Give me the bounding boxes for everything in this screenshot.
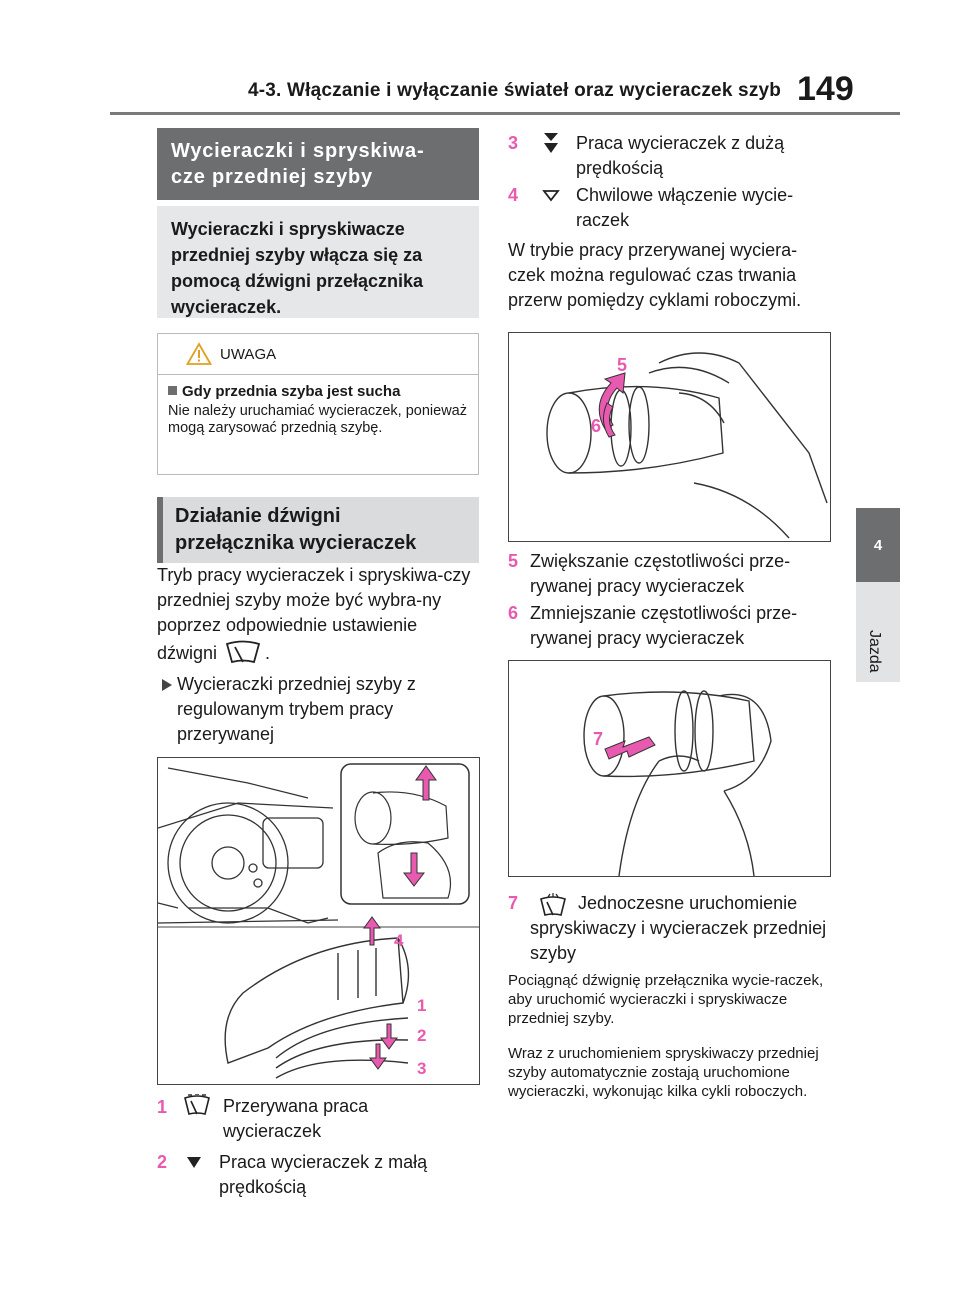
frequency-ring-illustration: 5 6 — [546, 352, 828, 539]
lever-description-cont: dźwigni . — [157, 640, 479, 666]
figure2-label-5: 5 — [617, 355, 627, 375]
lever-description-prefix: dźwigni — [157, 642, 218, 663]
square-bullet-icon — [168, 386, 177, 395]
warning-subtitle: Gdy przednia szyba jest sucha — [168, 383, 468, 400]
dashboard-lever-illustration: 4 1 2 3 — [157, 763, 479, 1079]
item-5-number: 5 — [508, 551, 519, 571]
figure-frequency-adjust: 5 6 — [508, 332, 831, 542]
item-1: 1 Przerywana praca wycieraczek — [157, 1093, 479, 1144]
washer-auto-text: Wraz z uruchomieniem spryskiwaczy przedn… — [508, 1045, 819, 1100]
figure1-label-3: 3 — [417, 1059, 426, 1078]
item-4-number: 4 — [508, 185, 519, 205]
figure3-label-7: 7 — [593, 729, 603, 749]
item-6-number: 6 — [508, 603, 519, 623]
bullet-intermittent: Wycieraczki przedniej szyby z regulowany… — [157, 672, 477, 747]
low-speed-icon — [187, 1157, 202, 1168]
wiper-symbol-icon — [225, 640, 261, 664]
item-7-number: 7 — [508, 893, 519, 913]
figure-washer-pull: 7 — [508, 660, 831, 877]
section-heading-wipers: Wycieraczki i spryskiwa- cze przedniej s… — [157, 128, 479, 200]
item-3-text: Praca wycieraczek z dużą prędkością — [576, 133, 785, 178]
chapter-tab-name: Jazda — [866, 630, 883, 673]
mist-icon — [542, 190, 560, 202]
lever-description: Tryb pracy wycieraczek i spryskiwa-czy p… — [157, 565, 471, 635]
lever-description-suffix: . — [265, 642, 271, 663]
bullet-text: Wycieraczki przedniej szyby z regulowany… — [177, 674, 416, 744]
section2-heading-line2: przełącznika wycieraczek — [175, 532, 417, 554]
figure1-label-4: 4 — [394, 931, 404, 950]
item-1-text: Przerywana praca wycieraczek — [223, 1096, 369, 1141]
warning-subtitle-text: Gdy przednia szyba jest sucha — [182, 383, 401, 400]
item-4-text: Chwilowe włączenie wycie-raczek — [576, 185, 794, 230]
item-3-number: 3 — [508, 133, 519, 153]
item-2: 2 Praca wycieraczek z małą prędkością — [157, 1150, 479, 1200]
item-7-text: Jednoczesne uruchomienie spryskiwaczy i … — [530, 893, 827, 963]
chapter-tab-band — [856, 582, 900, 682]
intermittent-wiper-icon — [184, 1093, 210, 1115]
item-2-number: 2 — [157, 1152, 168, 1172]
washer-pull-illustration: 7 — [583, 690, 772, 877]
item-4: 4 Chwilowe włączenie wycie-raczek — [508, 183, 830, 233]
figure1-label-1: 1 — [417, 996, 426, 1015]
triangle-bullet-icon — [162, 679, 172, 691]
washer-icon — [540, 893, 566, 916]
intermittent-adjust-text: W trybie pracy przerywanej wyciera-czek … — [508, 240, 802, 310]
warning-body: Nie należy uruchamiać wycieraczek, ponie… — [168, 403, 467, 436]
figure-lever-overview: 4 1 2 3 — [157, 757, 480, 1085]
high-speed-icon — [544, 133, 559, 153]
chapter-tab-number: 4 — [856, 508, 900, 582]
figure1-label-2: 2 — [417, 1026, 426, 1045]
warning-triangle-icon — [186, 342, 212, 365]
item-5-text: Zwiększanie częstotliwości prze-rywanej … — [530, 551, 791, 596]
section-heading-line2: cze przedniej szyby — [171, 166, 373, 188]
pull-lever-text: Pociągnąć dźwignię przełącznika wycie-ra… — [508, 972, 824, 1027]
page-number: 149 — [797, 70, 854, 108]
warning-header: UWAGA — [158, 334, 478, 375]
item-1-number: 1 — [157, 1097, 168, 1117]
item-5: 5 Zwiększanie częstotliwości prze-rywane… — [508, 549, 830, 599]
item-6: 6 Zmniejszanie częstotliwości prze-rywan… — [508, 601, 830, 651]
item-6-text: Zmniejszanie częstotliwości prze-rywanej… — [530, 603, 798, 648]
section-heading-line1: Wycieraczki i spryskiwa- — [171, 140, 425, 162]
warning-box: UWAGA Gdy przednia szyba jest sucha Nie … — [157, 333, 479, 475]
section-heading-lever: Działanie dźwigni przełącznika wycieracz… — [157, 497, 479, 563]
item-3: 3 Praca wycieraczek z dużą prędkością — [508, 131, 830, 181]
intro-box: Wycieraczki i spryskiwacze przedniej szy… — [157, 206, 479, 318]
item-7: 7 Jednoczesne uruchomienie spryskiwaczy … — [508, 891, 830, 966]
section2-heading-line1: Działanie dźwigni — [175, 505, 341, 527]
header-rule — [110, 112, 900, 115]
warning-label: UWAGA — [220, 345, 277, 363]
figure2-label-6: 6 — [591, 416, 601, 436]
page-header-title: 4-3. Włączanie i wyłączanie świateł oraz… — [248, 80, 782, 101]
item-2-text: Praca wycieraczek z małą prędkością — [219, 1152, 428, 1197]
